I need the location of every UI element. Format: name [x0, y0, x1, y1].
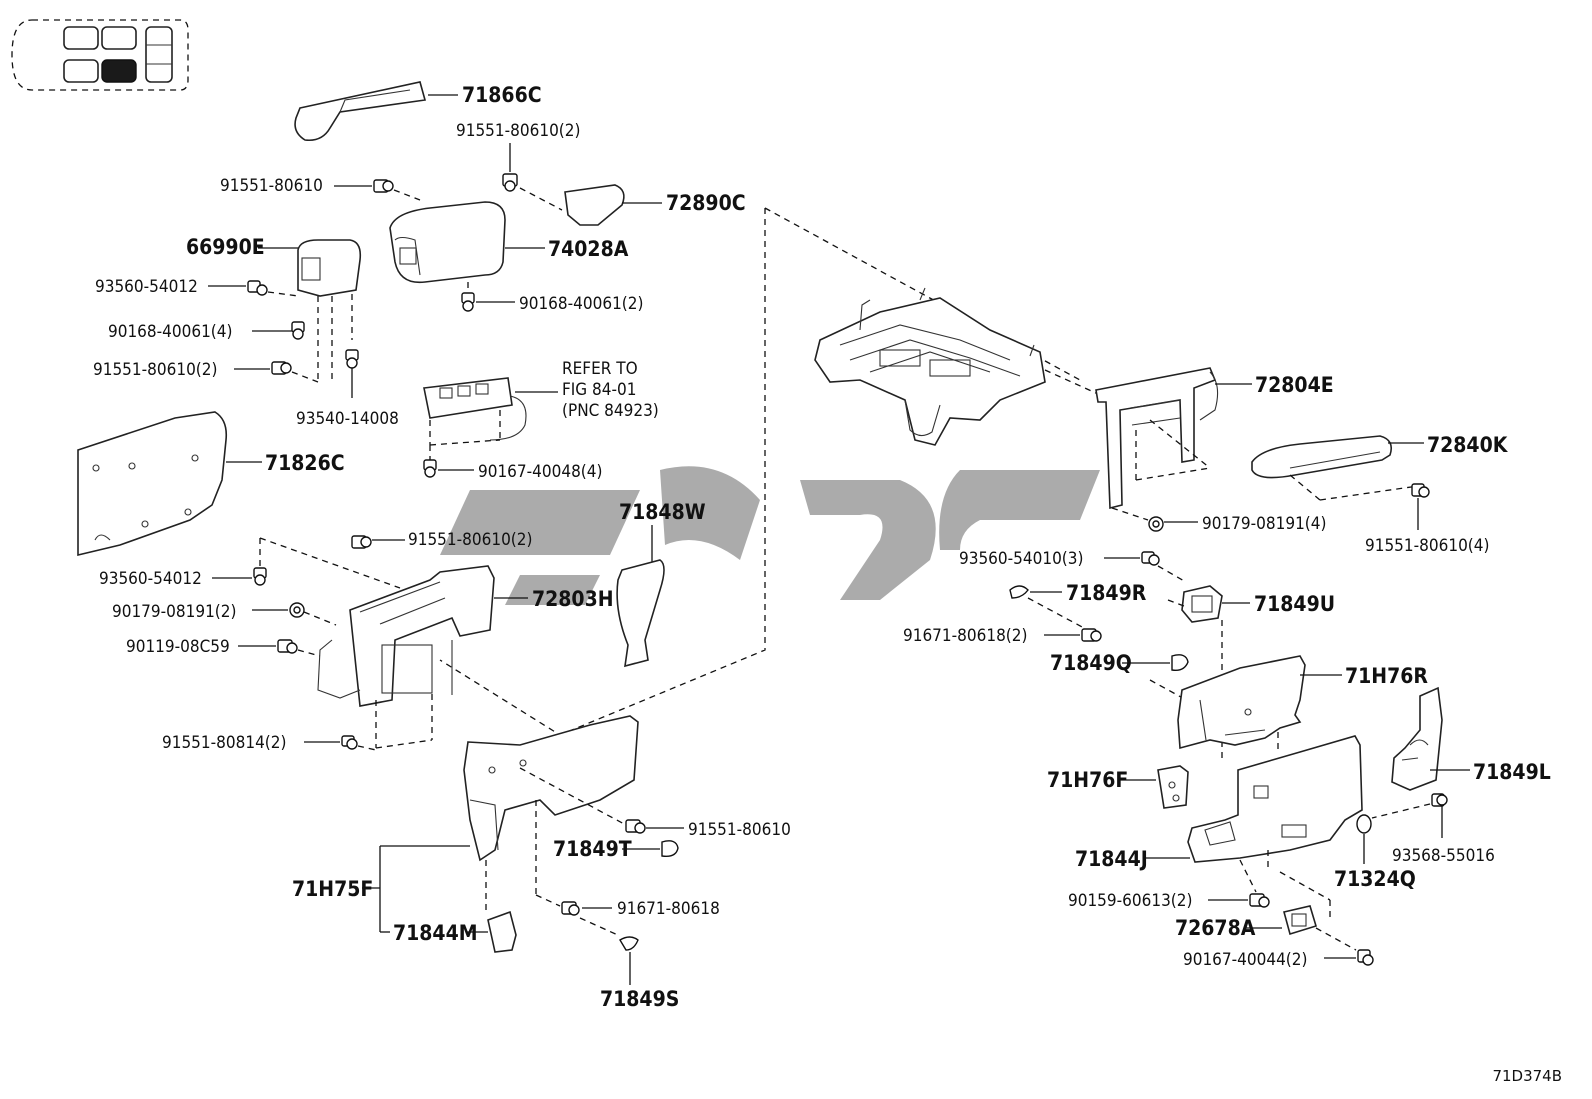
label-72840K: 72840K — [1427, 433, 1509, 457]
label-71H76R: 71H76R — [1345, 664, 1428, 688]
bolt-icon — [1249, 893, 1270, 908]
bolt-icon — [345, 349, 359, 369]
label-71844J: 71844J — [1075, 847, 1148, 871]
clip-icon — [619, 936, 639, 951]
grommet-icon — [1356, 814, 1372, 834]
label-91551-80610-a: 91551-80610 — [220, 176, 323, 196]
part-66990E — [297, 239, 362, 380]
bolt-icon — [1431, 793, 1448, 807]
label-90167-40044-2: 90167-40044(2) — [1183, 950, 1307, 970]
label-93560-54012-a: 93560-54012 — [95, 277, 198, 297]
bolt-icon — [291, 321, 305, 340]
label-91551-80610-2-mid: 91551-80610(2) — [93, 360, 217, 380]
part-71844M — [487, 910, 517, 953]
part-71844J — [1144, 735, 1363, 901]
clip-icon — [1009, 585, 1029, 599]
part-71H76F — [1157, 765, 1189, 809]
label-90168-40061-4: 90168-40061(4) — [108, 322, 232, 342]
bolt-icon — [1411, 483, 1430, 498]
clip-icon — [1171, 654, 1189, 672]
refer-note-line2: FIG 84-01 — [562, 380, 636, 400]
label-71849R: 71849R — [1066, 581, 1147, 605]
selected-seat-indicator — [101, 59, 137, 83]
bolt-icon — [1081, 628, 1102, 642]
bolt-icon — [1141, 551, 1160, 566]
part-72803H — [317, 565, 528, 749]
label-71849S: 71849S — [600, 987, 679, 1011]
watermark-logo — [440, 466, 1100, 605]
label-71866C: 71866C — [462, 83, 542, 107]
refer-note-line1: REFER TO — [562, 359, 638, 379]
label-71849U: 71849U — [1254, 592, 1335, 616]
label-71H76F: 71H76F — [1047, 768, 1128, 792]
label-90159-60613-2: 90159-60613(2) — [1068, 891, 1192, 911]
label-72678A: 72678A — [1175, 916, 1256, 940]
bolt-icon — [271, 361, 292, 375]
part-seat-frame — [814, 287, 1046, 446]
figure-code: 71D374B — [1492, 1067, 1562, 1085]
bolt-icon — [461, 292, 475, 312]
label-91671-80618: 91671-80618 — [617, 899, 720, 919]
label-71848W: 71848W — [619, 500, 706, 524]
nut-icon — [1148, 516, 1164, 532]
bolt-icon — [277, 639, 298, 654]
bolt-icon — [423, 459, 437, 478]
label-91551-80610-2-top: 91551-80610(2) — [456, 121, 580, 141]
label-91671-80618-2: 91671-80618(2) — [903, 626, 1027, 646]
bolt-icon — [625, 819, 646, 834]
seat-location-key — [11, 19, 189, 91]
label-90119-08C59: 90119-08C59 — [126, 637, 230, 657]
label-74028A: 74028A — [548, 237, 629, 261]
label-93560-54012-b: 93560-54012 — [99, 569, 202, 589]
refer-note-line3: (PNC 84923) — [562, 401, 659, 421]
label-91551-80610-b: 91551-80610 — [688, 820, 791, 840]
bolt-icon — [247, 280, 268, 296]
bolt-icon — [1357, 949, 1374, 966]
bolt-icon — [341, 735, 358, 750]
part-71848W — [616, 559, 665, 668]
part-71849L — [1391, 686, 1470, 791]
part-72804E — [1095, 367, 1252, 510]
label-91551-80610-4: 91551-80610(4) — [1365, 536, 1489, 556]
label-93560-54010-3: 93560-54010(3) — [959, 549, 1083, 569]
part-72678A — [1283, 900, 1357, 951]
clip-icon — [661, 840, 679, 858]
label-71826C: 71826C — [265, 451, 345, 475]
label-71849T: 71849T — [553, 837, 632, 861]
label-93540-14008: 93540-14008 — [296, 409, 399, 429]
bolt-icon — [502, 173, 518, 192]
label-90179-08191-2: 90179-08191(2) — [112, 602, 236, 622]
label-91551-80610-2-low: 91551-80610(2) — [408, 530, 532, 550]
label-91551-80814-2: 91551-80814(2) — [162, 733, 286, 753]
label-71844M: 71844M — [393, 921, 478, 945]
bolt-icon — [373, 179, 394, 193]
label-93568-55016: 93568-55016 — [1392, 846, 1495, 866]
part-72890C — [564, 184, 662, 226]
part-72840K — [1251, 435, 1424, 501]
bolt-icon — [561, 901, 580, 916]
label-72803H: 72803H — [532, 587, 614, 611]
part-71H76R — [1177, 655, 1342, 752]
label-72890C: 72890C — [666, 191, 746, 215]
part-71826C — [77, 411, 262, 557]
nut-icon — [289, 602, 305, 618]
label-71324Q: 71324Q — [1334, 867, 1416, 891]
label-71H75F: 71H75F — [292, 877, 373, 901]
label-71849Q: 71849Q — [1050, 651, 1132, 675]
part-74028A — [389, 201, 545, 284]
label-66990E: 66990E — [186, 235, 265, 259]
bolt-icon — [351, 535, 372, 549]
label-71849L: 71849L — [1473, 760, 1551, 784]
part-switch-module — [423, 377, 558, 446]
label-90167-40048-4: 90167-40048(4) — [478, 462, 602, 482]
label-72804E: 72804E — [1255, 373, 1334, 397]
label-90179-08191-4: 90179-08191(4) — [1202, 514, 1326, 534]
part-71866C — [294, 81, 458, 142]
part-71H75F — [463, 715, 639, 915]
label-90168-40061-2: 90168-40061(2) — [519, 294, 643, 314]
bolt-icon — [253, 567, 267, 586]
